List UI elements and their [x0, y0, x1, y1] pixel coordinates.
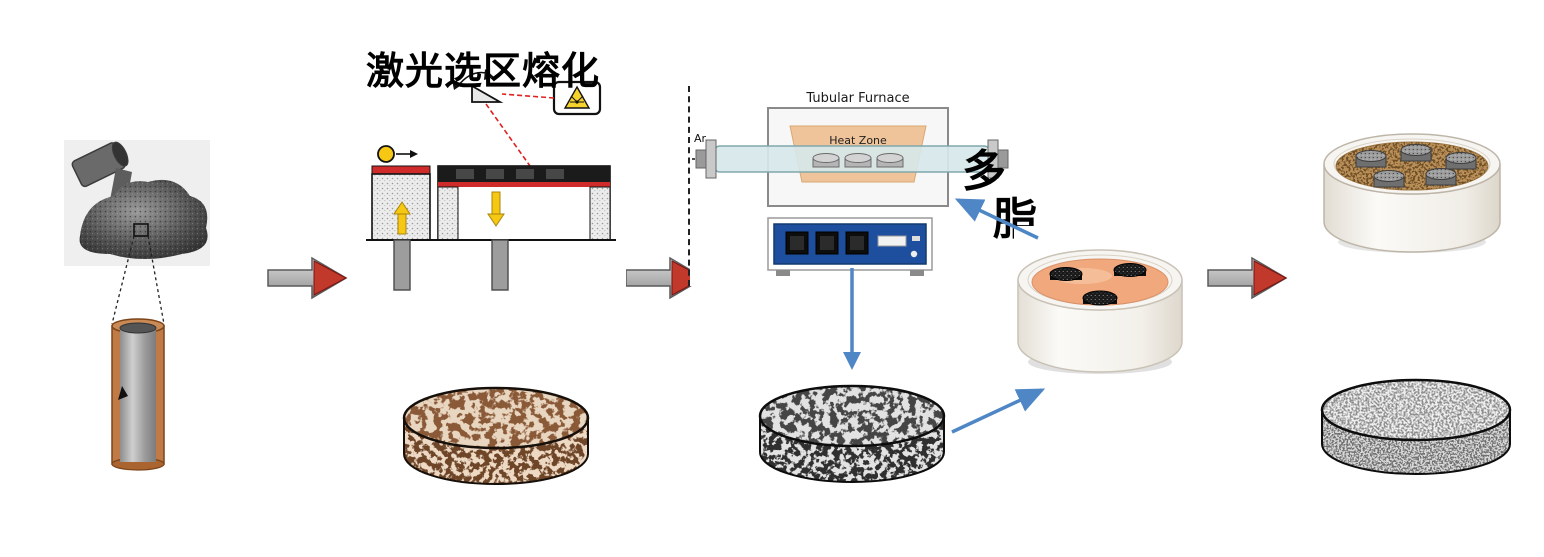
slm-printer-diagram — [356, 62, 626, 294]
samples-in-tube — [812, 153, 904, 168]
process-arrow-3 — [1207, 256, 1288, 300]
recoat-arrowhead — [410, 150, 418, 158]
printed-part — [546, 169, 564, 179]
process-arrow-1 — [267, 256, 348, 300]
furnace-controller — [767, 217, 933, 276]
electrode-rod — [110, 316, 166, 472]
magnifier-square — [133, 223, 149, 237]
galvo-mirror-icon — [471, 84, 504, 103]
crop-dashed-line — [688, 86, 690, 286]
chamber-wall — [437, 186, 459, 241]
flow-arrow-dish-to-furnace — [954, 198, 1039, 240]
controller-display — [877, 235, 907, 247]
rotation-arrowhead — [452, 80, 463, 90]
laser-beam — [501, 93, 555, 99]
flow-arrow-furnace-to-disc — [843, 268, 861, 370]
final-composite-disc — [1316, 368, 1516, 478]
chamber-wall — [589, 186, 611, 241]
rotation-arrowhead — [484, 69, 494, 80]
printed-part — [516, 169, 534, 179]
printed-part — [486, 169, 504, 179]
impregnation-dish — [1014, 226, 1186, 384]
flow-arrow-disc-to-dish — [951, 388, 1046, 434]
powder-texture — [79, 179, 208, 259]
sample-discs-in-liquid — [1049, 263, 1147, 306]
tube-flange — [705, 139, 717, 179]
silver-porous-disc — [752, 368, 952, 488]
magnifier-dashes — [111, 236, 165, 325]
build-piston — [491, 239, 509, 291]
tube-fitting — [997, 149, 1009, 169]
melt-layer — [438, 182, 610, 187]
tubular-furnace-diagram: Tubular Furnace Heat Zone Ar — [690, 86, 1012, 286]
reservoir-top-layer — [371, 165, 431, 175]
furnace-title: Tubular Furnace — [805, 91, 909, 106]
powder-piston — [393, 239, 411, 291]
rod-marker-arrow — [118, 386, 128, 400]
printed-part — [456, 169, 474, 179]
powder-container — [71, 141, 129, 188]
controller-foot — [776, 270, 790, 276]
piston-up-arrow — [393, 201, 411, 235]
metal-powder-photo — [64, 140, 210, 266]
heat-zone-label: Heat Zone — [829, 134, 887, 147]
tube-fitting — [695, 149, 707, 169]
powder-bed-dish — [1320, 120, 1504, 266]
controller-knob — [910, 250, 918, 258]
recoater-roller-icon — [377, 145, 395, 163]
embedded-samples — [1355, 144, 1477, 188]
laser-beam — [485, 103, 531, 167]
piston-down-arrow — [487, 191, 505, 227]
gas-inlet-label: Ar — [694, 132, 707, 145]
controller-port — [912, 236, 920, 241]
copper-porous-disc — [396, 370, 596, 490]
slm-stage-label: 激光选区熔化 — [366, 49, 601, 93]
label-fragment-top: 多 — [962, 146, 1006, 197]
controller-foot — [910, 270, 924, 276]
